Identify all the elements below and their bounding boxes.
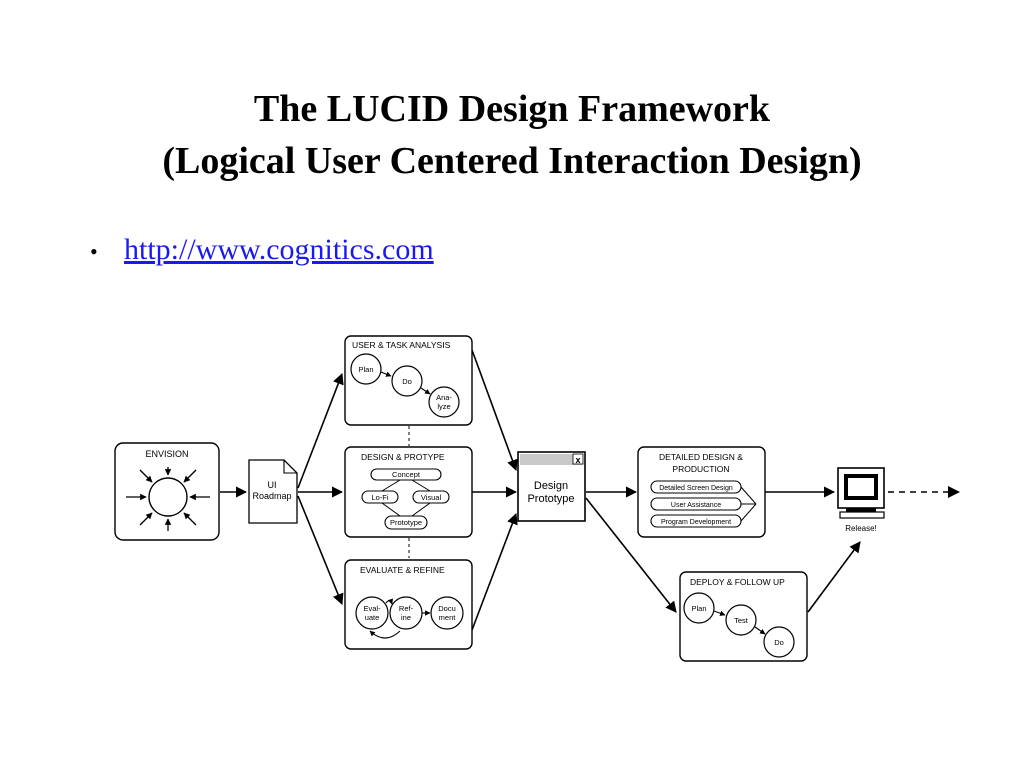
detailed-item2: User Assistance	[671, 502, 721, 509]
detailed-title-line1: DETAILED DESIGN &	[659, 452, 743, 462]
dp-concept: Concept	[392, 470, 421, 479]
design-prototype-window: x Design Prototype	[517, 451, 586, 522]
dp-lofi: Lo-Fi	[371, 493, 388, 502]
roadmap-label-line2: Roadmap	[252, 491, 291, 501]
uta-analyze-line2: lyze	[437, 402, 450, 411]
ui-roadmap-document: UI Roadmap	[248, 459, 298, 524]
deploy-title: DEPLOY & FOLLOW UP	[690, 577, 785, 587]
detailed-title-line2: PRODUCTION	[672, 464, 729, 474]
er-document-line2: ment	[439, 613, 457, 622]
release-label: Release!	[845, 524, 877, 533]
uta-analyze-line1: Ana-	[436, 393, 452, 402]
bullet-dot: •	[90, 239, 98, 265]
er-refine-line2: ine	[401, 613, 411, 622]
er-evaluate-line1: Eval-	[363, 604, 381, 613]
deploy-test: Test	[734, 616, 749, 625]
envision-title: ENVISION	[145, 449, 188, 459]
evaluate-title: EVALUATE & REFINE	[360, 565, 445, 575]
deploy-follow-up-box: DEPLOY & FOLLOW UP Plan Test Do	[679, 571, 808, 662]
er-refine-line1: Ref-	[399, 604, 414, 613]
bullet-item: • http://www.cognitics.com	[90, 230, 434, 272]
user-task-analysis-box: USER & TASK ANALYSIS Plan Do Ana- lyze	[344, 335, 473, 426]
design-protype-title: DESIGN & PROTYPE	[361, 452, 445, 462]
user-task-title: USER & TASK ANALYSIS	[352, 340, 451, 350]
er-document-line1: Docu	[438, 604, 456, 613]
release-computer-icon: Release!	[837, 467, 885, 533]
detailed-item1: Detailed Screen Design	[659, 485, 733, 492]
uta-plan: Plan	[358, 365, 373, 374]
envision-box: ENVISION	[114, 442, 220, 541]
er-evaluate-line2: uate	[365, 613, 380, 622]
roadmap-label-line1: UI	[268, 480, 277, 490]
dp-prototype: Prototype	[390, 518, 422, 527]
uta-do: Do	[402, 377, 412, 386]
slide-title-line1: The LUCID Design Framework	[253, 88, 771, 130]
dp-visual: Visual	[421, 493, 442, 502]
deploy-plan: Plan	[691, 604, 706, 613]
evaluate-refine-box: EVALUATE & REFINE Eval- uate Ref- ine Do…	[344, 559, 473, 650]
window-close-icon: x	[575, 455, 580, 465]
deploy-do: Do	[774, 638, 784, 647]
design-protype-box: DESIGN & PROTYPE Concept Lo-Fi Visual Pr…	[344, 446, 473, 538]
detailed-design-box: DETAILED DESIGN & PRODUCTION Detailed Sc…	[637, 446, 766, 538]
cognitics-link[interactable]: http://www.cognitics.com	[124, 233, 434, 266]
detailed-item3: Program Development	[661, 519, 731, 526]
window-label-line1: Design	[534, 480, 568, 492]
window-label-line2: Prototype	[527, 493, 574, 505]
slide-title-line2: (Logical User Centered Interaction Desig…	[162, 140, 862, 182]
